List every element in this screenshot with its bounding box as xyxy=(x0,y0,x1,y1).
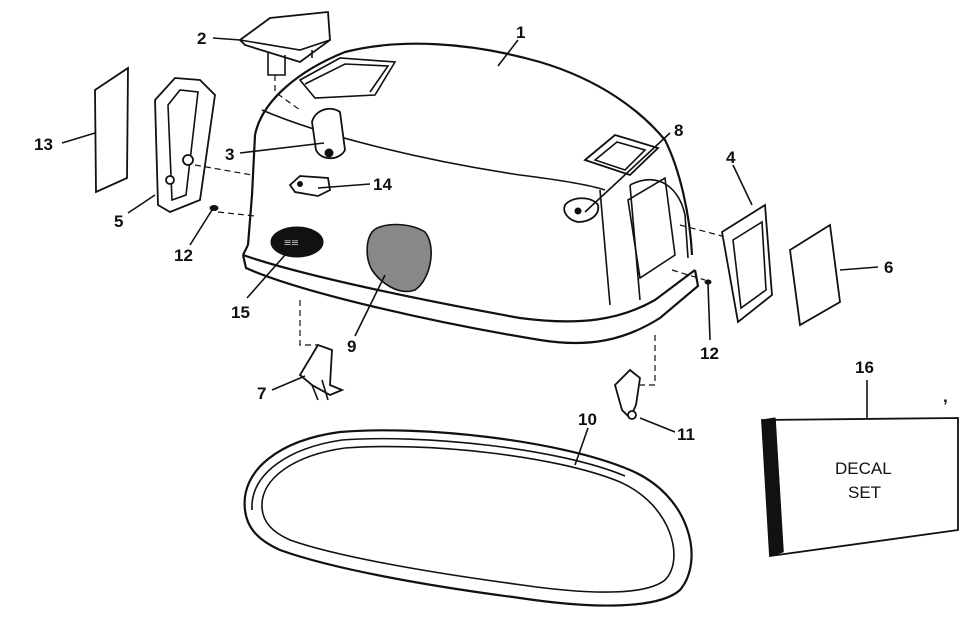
top-cap xyxy=(238,11,331,76)
label-14: 14 xyxy=(373,175,392,194)
label-13: 13 xyxy=(34,135,53,154)
latch-right xyxy=(613,368,641,420)
window-glass xyxy=(789,223,841,327)
seal-ring xyxy=(243,429,693,607)
label-1: 1 xyxy=(516,23,525,42)
label-3: 3 xyxy=(225,145,234,164)
stray-mark: , xyxy=(943,387,948,406)
svg-text:≡≡: ≡≡ xyxy=(284,235,299,250)
label-12b: 12 xyxy=(700,344,719,363)
label-2: 2 xyxy=(197,29,206,48)
latch-left xyxy=(298,343,345,401)
label-9: 9 xyxy=(347,337,356,356)
pin-left xyxy=(209,205,219,211)
label-12a: 12 xyxy=(174,246,193,265)
emblem-icon xyxy=(270,226,324,258)
label-8: 8 xyxy=(674,121,683,140)
decal-line1: DECAL xyxy=(835,459,892,478)
pin-right xyxy=(704,279,712,285)
decal-set-box: DECAL SET xyxy=(761,417,959,558)
label-15: 15 xyxy=(231,303,250,322)
label-5: 5 xyxy=(114,212,123,231)
clip xyxy=(288,175,331,197)
label-6: 6 xyxy=(884,258,893,277)
label-4: 4 xyxy=(726,148,736,167)
side-plate xyxy=(94,66,129,194)
label-7: 7 xyxy=(257,384,266,403)
cowling-body xyxy=(241,42,700,345)
decal-line2: SET xyxy=(848,483,881,502)
side-bracket xyxy=(154,77,216,213)
label-11: 11 xyxy=(677,425,695,444)
label-10: 10 xyxy=(578,410,597,429)
foam-pad xyxy=(366,223,432,293)
window-frame xyxy=(721,203,773,324)
part-labels: 1 2 3 4 5 6 7 8 9 10 11 12 12 13 14 15 1… xyxy=(34,23,948,444)
leader-lines xyxy=(61,37,879,466)
label-16: 16 xyxy=(855,358,874,377)
